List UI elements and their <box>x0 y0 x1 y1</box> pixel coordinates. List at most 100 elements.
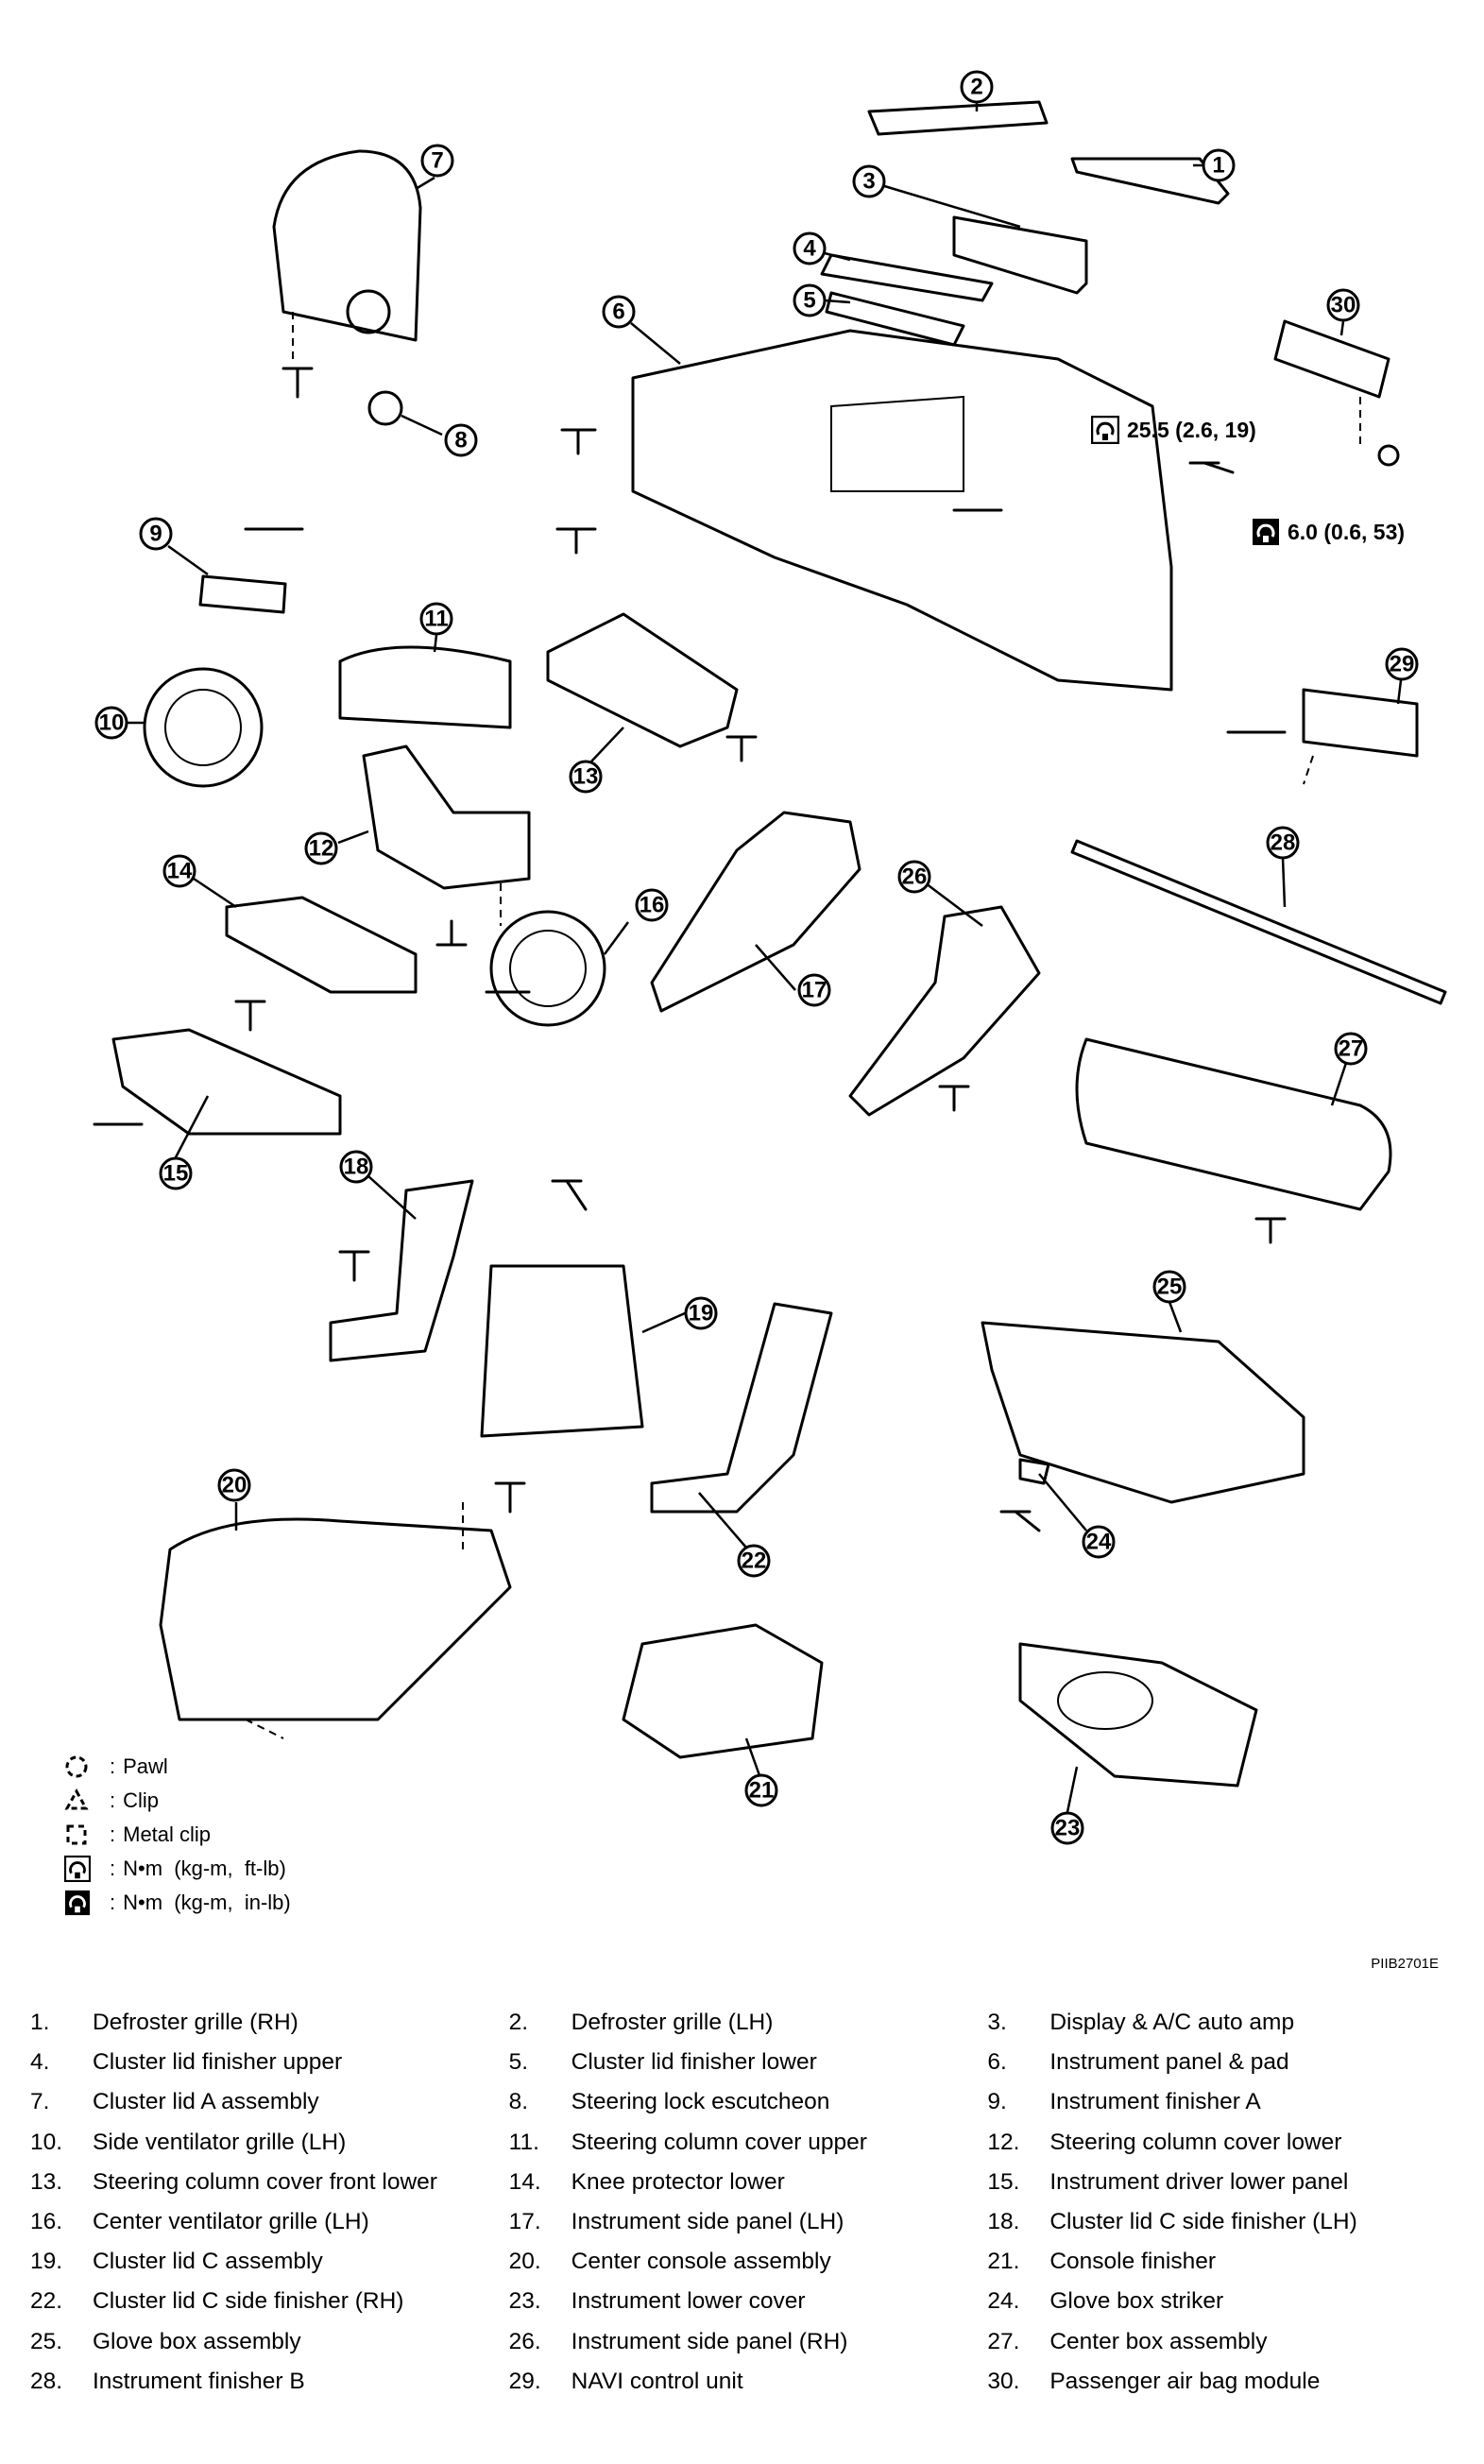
part-number: 2. <box>508 2010 529 2036</box>
callout-29-label: 29 <box>1390 652 1415 677</box>
part-name: Center console assembly <box>571 2249 831 2275</box>
legend-separator: : <box>110 1822 116 1846</box>
callout-11-label: 11 <box>424 607 448 632</box>
callout-28-label: 28 <box>1271 830 1296 856</box>
part-number: 24. <box>987 2288 1020 2315</box>
legend-label-torque-ft-lb: N•m (kg-m, ft-lb) <box>123 1857 286 1880</box>
part-name: Side ventilator grille (LH) <box>93 2129 347 2155</box>
part-name: Instrument side panel (RH) <box>571 2328 848 2354</box>
callout-4-label: 4 <box>803 236 816 262</box>
callout-21-label: 21 <box>749 1778 775 1804</box>
part-name: Steering column cover lower <box>1049 2129 1342 2155</box>
callout-25: 25 <box>1152 1270 1186 1304</box>
part-number: 26. <box>508 2328 541 2354</box>
parts-list-item: 14.Knee protector lower <box>509 2169 988 2196</box>
part-number: 14. <box>508 2168 541 2195</box>
parts-list-item: 10. Side ventilator grille (LH) <box>30 2130 509 2156</box>
parts-list-item: 3. Display & A/C auto amp <box>987 2010 1466 2036</box>
parts-list-item: 4.Cluster lid finisher upper <box>30 2049 509 2076</box>
parts-list-item: 12. Steering column cover lower <box>987 2130 1466 2156</box>
legend-item-torque-in-lb: : N•m (kg-m, in-lb) <box>64 1886 461 1920</box>
callout-2: 2 <box>960 70 994 104</box>
callout-19: 19 <box>684 1296 718 1330</box>
callout-27: 27 <box>1334 1032 1368 1066</box>
parts-list-item: 22.Cluster lid C side finisher (RH) <box>30 2288 509 2315</box>
callout-7: 7 <box>420 144 454 178</box>
callout-12: 12 <box>304 831 338 865</box>
exploded-parts-diagram: 1 2 3 4 5 6 7 8 9 10 11 12 13 14 15 16 1… <box>93 70 1447 1845</box>
part-number: 27. <box>987 2328 1020 2354</box>
parts-list-item: 1.Defroster grille (RH) <box>30 2010 509 2036</box>
legend-label-torque-in-lb: N•m (kg-m, in-lb) <box>123 1891 291 1914</box>
parts-list-row: 16.Center ventilator grille (LH)17.Instr… <box>30 2202 1466 2242</box>
part-name: Cluster lid A assembly <box>93 2089 319 2115</box>
callout-23-label: 23 <box>1055 1816 1081 1841</box>
callout-19-label: 19 <box>689 1301 714 1326</box>
part-name: Passenger air bag module <box>1049 2368 1321 2394</box>
legend-item-pawl: : Pawl <box>64 1750 461 1784</box>
part-name: Center box assembly <box>1049 2328 1268 2354</box>
callout-10-label: 10 <box>99 710 125 736</box>
part-name: Cluster lid C side finisher (RH) <box>93 2288 404 2315</box>
callout-14-label: 14 <box>167 859 193 884</box>
callout-16: 16 <box>635 888 669 922</box>
parts-list-item: 6. Instrument panel & pad <box>987 2049 1466 2076</box>
part-number: 29. <box>508 2368 541 2394</box>
callout-7-label: 7 <box>431 148 443 174</box>
callout-10: 10 <box>94 706 128 740</box>
callout-11: 11 <box>419 602 453 636</box>
legend-item-clip: : Clip <box>64 1784 461 1818</box>
callout-2-label: 2 <box>970 75 982 100</box>
callout-5-label: 5 <box>803 288 815 314</box>
parts-list-item: 7.Cluster lid A assembly <box>30 2089 509 2115</box>
callout-14: 14 <box>162 854 196 888</box>
callout-15: 15 <box>159 1156 193 1190</box>
parts-list-item: 24.Glove box striker <box>987 2288 1466 2315</box>
part-name: Steering column cover upper <box>571 2129 867 2155</box>
callout-29: 29 <box>1385 647 1419 681</box>
callout-22: 22 <box>737 1544 771 1578</box>
part-number: 3. <box>987 2010 1007 2036</box>
parts-list-item: 19.Cluster lid C assembly <box>30 2249 509 2275</box>
part-number: 15. <box>987 2168 1020 2195</box>
parts-list-item: 26. Instrument side panel (RH) <box>509 2329 988 2355</box>
torque-ft-lb-icon <box>64 1856 91 1882</box>
part-name: Center ventilator grille (LH) <box>93 2209 369 2235</box>
callout-28: 28 <box>1266 826 1300 860</box>
part-number: 10. <box>30 2129 63 2155</box>
legend-label-pawl: Pawl <box>123 1754 168 1778</box>
part-name: Display & A/C auto amp <box>1049 2010 1295 2036</box>
parts-list-item: 17.Instrument side panel (LH) <box>509 2209 988 2235</box>
parts-list-item: 8.Steering lock escutcheon <box>509 2089 988 2115</box>
part-number: 28. <box>30 2368 63 2394</box>
callout-9: 9 <box>139 517 173 551</box>
torque-in-lb-icon <box>1253 519 1279 545</box>
part-number: 12. <box>987 2129 1020 2155</box>
part-number: 6. <box>987 2049 1007 2076</box>
part-name: Instrument panel & pad <box>1049 2049 1289 2076</box>
parts-list-item: 27. Center box assembly <box>987 2329 1466 2355</box>
part-name: Defroster grille (RH) <box>93 2010 299 2036</box>
torque-spec-airbag-bolt-label: 25.5 (2.6, 19) <box>1127 417 1256 442</box>
parts-list-item: 23.Instrument lower cover <box>509 2288 988 2315</box>
callout-1: 1 <box>1202 148 1236 182</box>
part-name: Defroster grille (LH) <box>571 2010 774 2036</box>
callout-27-label: 27 <box>1339 1036 1364 1062</box>
parts-list-item: 9.Instrument finisher A <box>987 2089 1466 2115</box>
metal-clip-icon <box>66 1824 87 1845</box>
parts-list-item: 5.Cluster lid finisher lower <box>509 2049 988 2076</box>
part-name: Cluster lid finisher lower <box>571 2049 817 2076</box>
callout-24-label: 24 <box>1086 1530 1112 1555</box>
torque-spec-airbag-nut-label: 6.0 (0.6, 53) <box>1288 519 1406 544</box>
part-name: Steering column cover front lower <box>93 2168 437 2195</box>
callout-30: 30 <box>1326 288 1360 322</box>
callout-6: 6 <box>602 295 636 329</box>
part-number: 25. <box>30 2328 63 2354</box>
clip-icon <box>64 1788 89 1810</box>
pawl-icon <box>65 1755 88 1778</box>
callout-15-label: 15 <box>163 1161 189 1187</box>
parts-list-item: 25.Glove box assembly <box>30 2329 509 2355</box>
callout-18-label: 18 <box>344 1155 369 1180</box>
